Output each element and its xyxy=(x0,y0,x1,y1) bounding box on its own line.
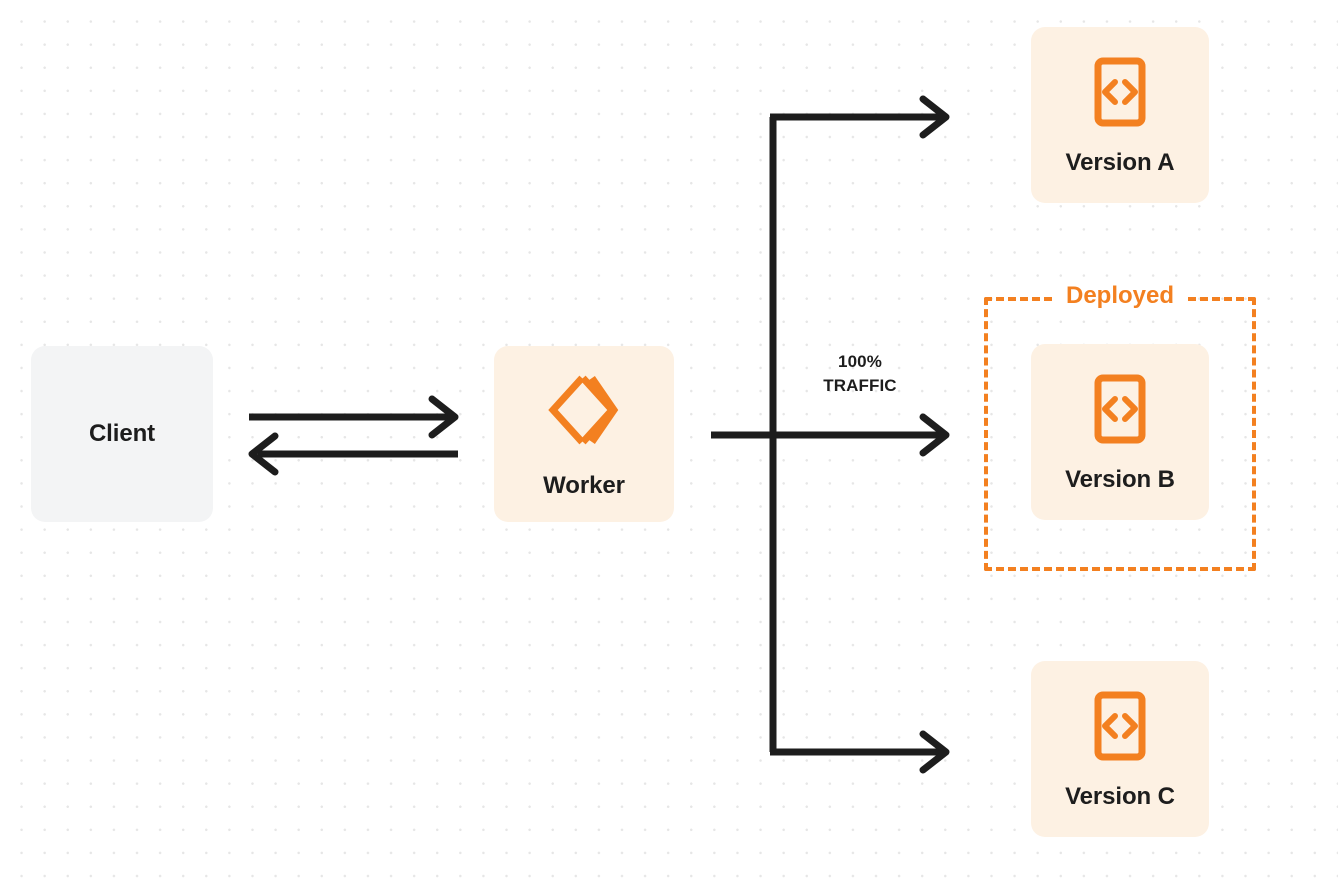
cloudflare-workers-logo-icon xyxy=(545,371,623,454)
node-version-b[interactable]: Version B xyxy=(1031,344,1209,520)
node-version-c-label: Version C xyxy=(1065,782,1175,810)
node-version-a[interactable]: Version A xyxy=(1031,27,1209,203)
arrow-worker-to-client xyxy=(248,432,458,476)
traffic-caption: TRAFFIC xyxy=(823,376,897,396)
traffic-percentage-label: 100% TRAFFIC xyxy=(792,350,928,398)
node-client-label: Client xyxy=(88,420,156,447)
node-version-c[interactable]: Version C xyxy=(1031,661,1209,837)
node-version-a-label: Version A xyxy=(1065,148,1175,176)
node-client[interactable]: Client xyxy=(31,346,213,522)
node-worker-label: Worker xyxy=(543,471,625,499)
arrow-worker-to-version-c xyxy=(770,730,950,774)
code-file-icon xyxy=(1092,56,1148,133)
node-worker[interactable]: Worker xyxy=(494,346,674,522)
code-file-icon xyxy=(1092,690,1148,767)
traffic-percent-value: 100% xyxy=(838,352,882,371)
arrow-worker-to-version-a xyxy=(770,95,950,139)
node-version-b-label: Version B xyxy=(1065,465,1175,493)
arrow-worker-to-version-b xyxy=(711,413,950,457)
code-file-icon xyxy=(1092,373,1148,450)
arrow-client-to-worker xyxy=(249,395,459,439)
